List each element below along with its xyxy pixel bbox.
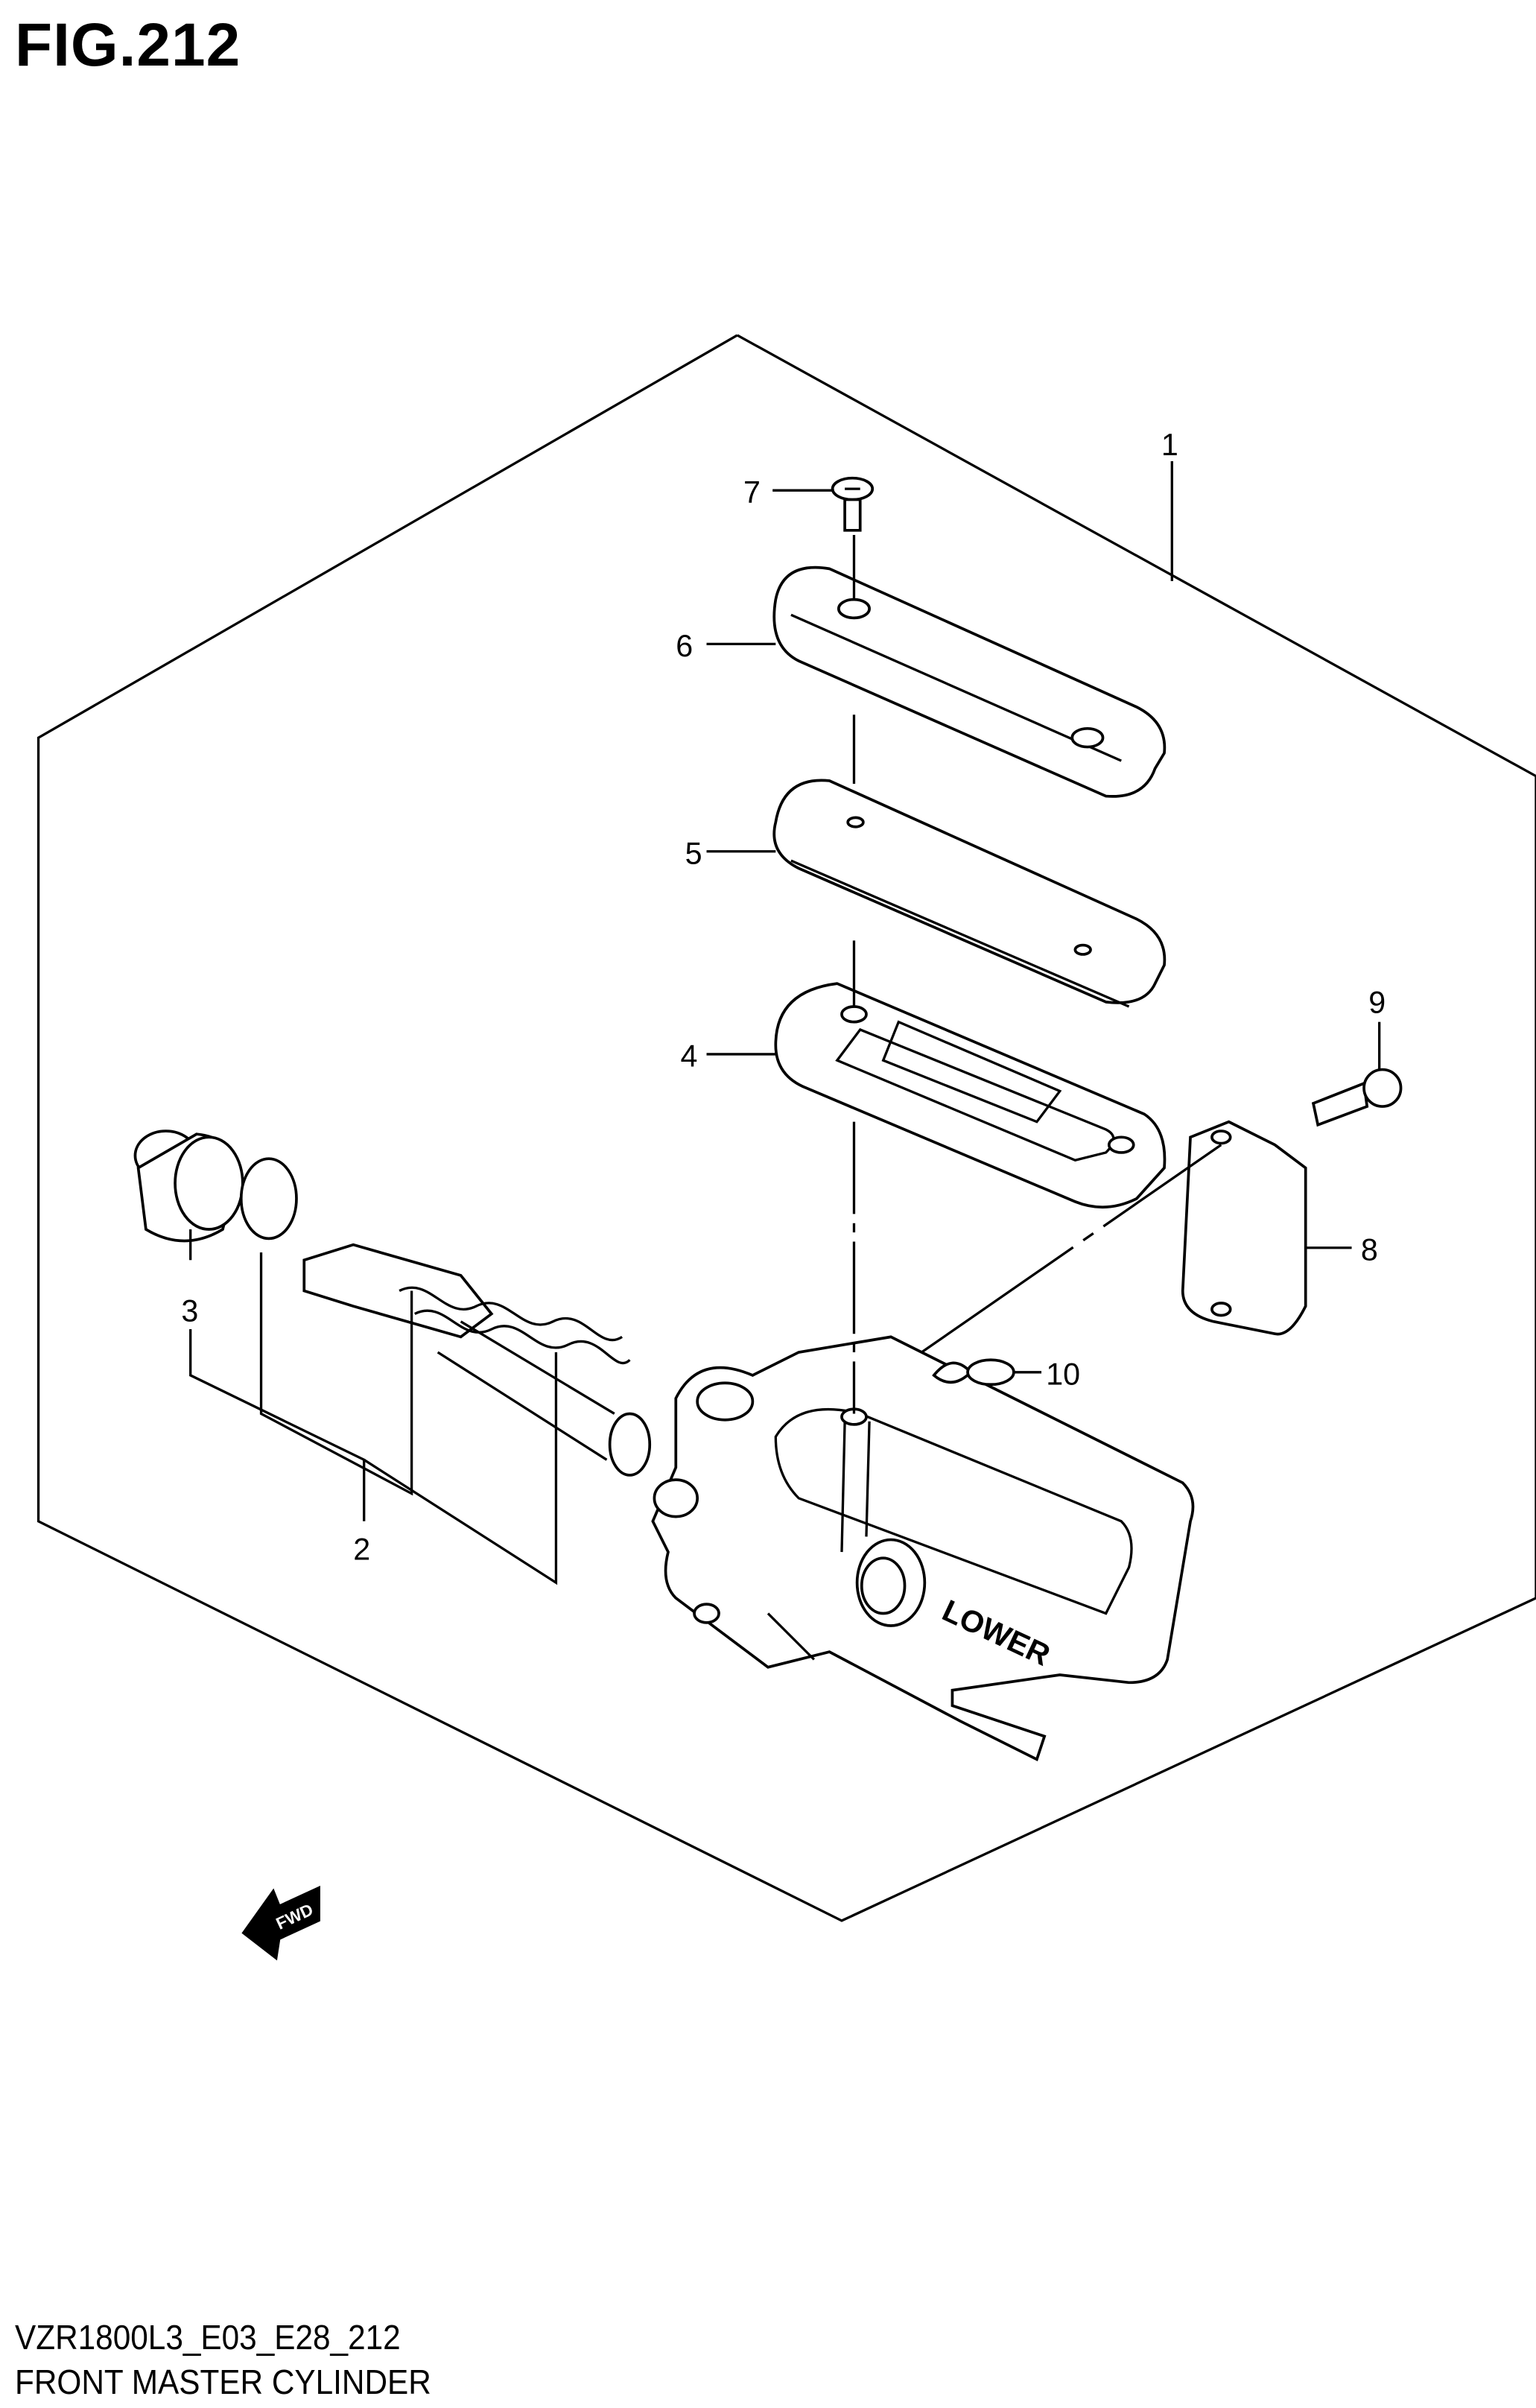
leader-bracket-2	[259, 1252, 413, 1496]
figure-code: VZR1800L3_E03_E28_212	[15, 2318, 401, 2357]
circlip-part	[239, 1157, 298, 1241]
figure-name: FRONT MASTER CYLINDER	[15, 2363, 431, 2401]
callout-5: 5	[685, 836, 702, 870]
callout-3: 3	[181, 1294, 198, 1328]
clip-part	[932, 1358, 1015, 1387]
master-cylinder-body-part	[651, 1335, 1195, 1762]
fwd-arrow-icon: FWD	[241, 1885, 320, 1961]
bolt-part	[1311, 1068, 1403, 1127]
boot-part	[133, 1129, 244, 1243]
figure-title: FIG.212	[15, 11, 241, 79]
callout-8: 8	[1361, 1232, 1378, 1267]
plate-part	[774, 982, 1167, 1209]
screw-part	[831, 476, 875, 532]
callout-2: 2	[353, 1532, 370, 1566]
leader-bracket-2b	[363, 1352, 558, 1585]
leader-line-2	[189, 1329, 366, 1521]
assembly-box-outline	[37, 334, 1536, 1922]
holder-part	[1181, 1120, 1307, 1336]
piston-spring-part	[302, 1243, 652, 1477]
reservoir-cap-part	[772, 565, 1167, 798]
diaphragm-part	[772, 779, 1167, 1008]
callout-9: 9	[1368, 985, 1386, 1019]
callout-10: 10	[1046, 1357, 1080, 1391]
callout-4: 4	[680, 1039, 697, 1073]
guide-line-holder	[921, 1144, 1222, 1354]
callout-6: 6	[676, 629, 693, 663]
callout-7: 7	[743, 475, 761, 510]
callout-1: 1	[1161, 428, 1178, 462]
